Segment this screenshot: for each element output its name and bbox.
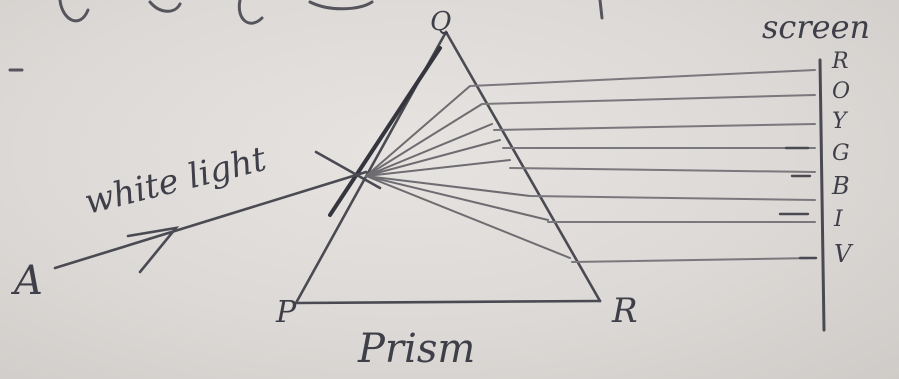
label-vertex-q: Q — [430, 7, 451, 37]
label-vertex-r: R — [611, 291, 638, 331]
spectrum-letter: R — [831, 49, 849, 74]
top-edge-scribble — [8, 0, 604, 72]
label-point-a: A — [10, 258, 43, 304]
spectrum-labels: R O Y G B I V — [831, 49, 854, 268]
spectrum-letter: B — [831, 172, 850, 200]
dispersed-rays — [365, 85, 571, 259]
screen — [778, 58, 826, 332]
spectrum-letter: Y — [832, 109, 849, 134]
label-prism: Prism — [357, 326, 475, 372]
incident-arrowhead — [126, 226, 180, 274]
emerging-rays — [469, 69, 816, 263]
screen-line — [818, 58, 826, 332]
incident-ray — [53, 150, 382, 274]
refraction-emphasis — [328, 46, 442, 217]
label-screen: screen — [762, 8, 870, 46]
spectrum-letter: O — [832, 79, 850, 104]
prism-right-face — [444, 30, 602, 303]
normal-line — [314, 150, 382, 190]
spectrum-letter: I — [833, 207, 844, 232]
label-vertex-p: P — [275, 295, 297, 330]
spectrum-letter: G — [832, 141, 850, 166]
spectrum-letter: V — [834, 240, 854, 268]
prism-base — [294, 299, 602, 305]
